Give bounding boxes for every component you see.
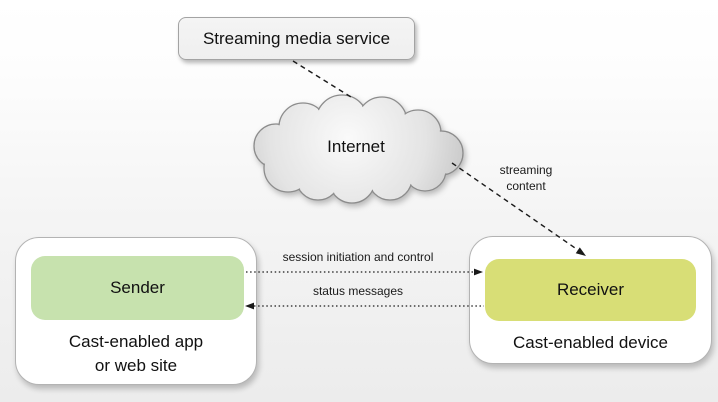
streaming-content-line1: streaming <box>499 163 553 177</box>
sender-card: Sender Cast-enabled app or web site <box>15 237 257 385</box>
streaming-content-label: streaming content <box>478 162 574 194</box>
receiver-card: Receiver Cast-enabled device <box>469 236 712 364</box>
streaming-media-service-label: Streaming media service <box>202 28 391 48</box>
sender-caption-line2: or web site <box>94 356 178 375</box>
status-messages-label: status messages <box>312 284 404 298</box>
streaming-media-service-box: Streaming media service <box>178 17 415 60</box>
sender-label: Sender <box>110 278 165 297</box>
session-control-label: session initiation and control <box>282 250 434 264</box>
receiver-box: Receiver <box>485 259 696 321</box>
streaming-content-line2: content <box>506 179 546 193</box>
internet-label: Internet <box>327 137 385 156</box>
sender-caption: Cast-enabled app or web site <box>16 330 256 378</box>
sender-caption-line1: Cast-enabled app <box>68 332 204 351</box>
receiver-label: Receiver <box>556 280 625 299</box>
service-to-cloud-line <box>292 60 352 98</box>
sender-box: Sender <box>31 256 244 320</box>
receiver-caption: Cast-enabled device <box>513 333 668 352</box>
